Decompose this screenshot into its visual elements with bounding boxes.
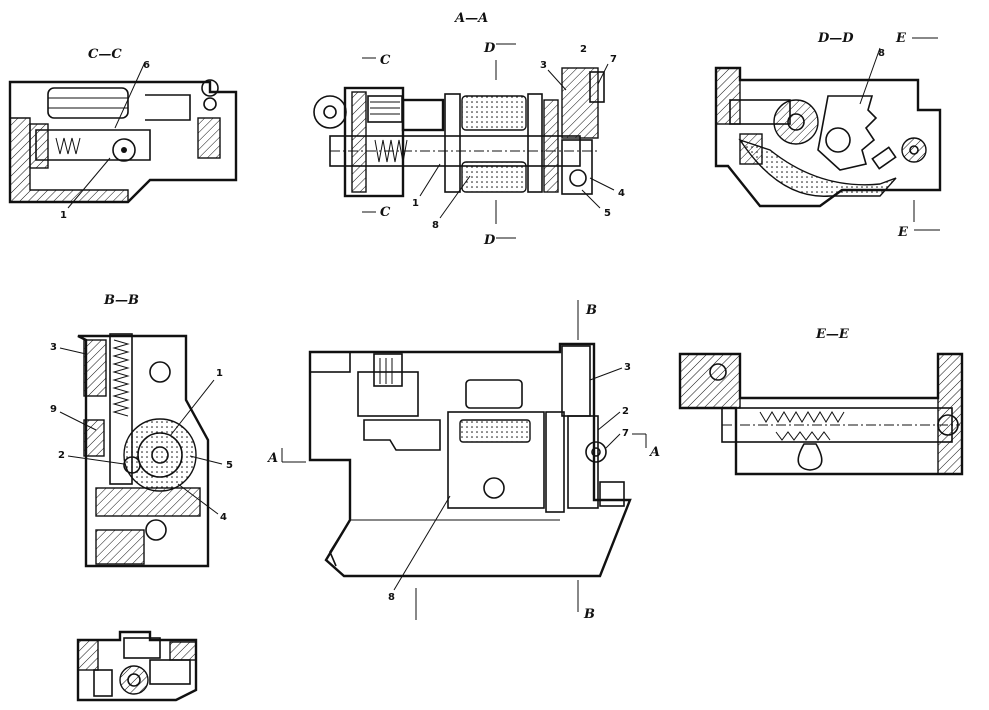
callout-3-main: 3 (624, 362, 631, 373)
main-assembly-view: B B A A 3 2 7 8 (266, 300, 660, 622)
section-mark-d-bottom: D (483, 233, 496, 248)
view-title-dd: D—D (817, 31, 854, 46)
section-mark-b-top: B (585, 303, 597, 318)
section-view-ee: E—E (678, 327, 964, 476)
section-view-cc: C—C 6 1 (8, 47, 238, 221)
callout-1-bb: 1 (216, 368, 223, 379)
callout-3-bb: 3 (50, 342, 57, 353)
callout-4-bb: 4 (220, 512, 227, 523)
section-mark-a-left: A (266, 451, 278, 466)
callout-5-aa: 5 (604, 208, 611, 219)
view-title-cc: C—C (88, 47, 122, 62)
callout-8-dd: 8 (878, 48, 885, 59)
section-mark-c-bottom: C (380, 205, 391, 220)
section-view-bb: B—B 3 1 9 2 5 4 (50, 293, 233, 568)
callout-2: 2 (580, 44, 587, 55)
callout-7: 7 (610, 54, 617, 65)
callout-5-bb: 5 (226, 460, 233, 471)
view-title-bb: B—B (103, 293, 139, 308)
partial-detail-view (76, 630, 198, 702)
callout-3: 3 (540, 60, 547, 71)
callout-1-aa: 1 (412, 198, 419, 209)
callout-2-bb: 2 (58, 450, 65, 461)
section-mark-c-top: C (380, 53, 391, 68)
callout-2-main: 2 (622, 406, 629, 417)
section-mark-e-top: E (895, 31, 907, 46)
callout-8-aa: 8 (432, 220, 439, 231)
section-mark-b-bottom: B (583, 607, 595, 622)
callout-8-main: 8 (388, 592, 395, 603)
callout-4-aa: 4 (618, 188, 625, 199)
section-mark-e-bottom: E (897, 225, 909, 240)
callout-9-bb: 9 (50, 404, 57, 415)
section-mark-a-right: A (648, 445, 660, 460)
section-mark-d-top: D (483, 41, 496, 56)
section-view-aa: A—A C C D D 3 2 7 1 (313, 11, 625, 248)
section-view-dd: D—D 8 E E (714, 31, 942, 240)
callout-7-main: 7 (622, 428, 629, 439)
view-title-ee: E—E (815, 327, 850, 342)
view-title-aa: A—A (453, 11, 488, 26)
callout-6: 6 (143, 60, 150, 71)
callout-1: 1 (60, 210, 67, 221)
